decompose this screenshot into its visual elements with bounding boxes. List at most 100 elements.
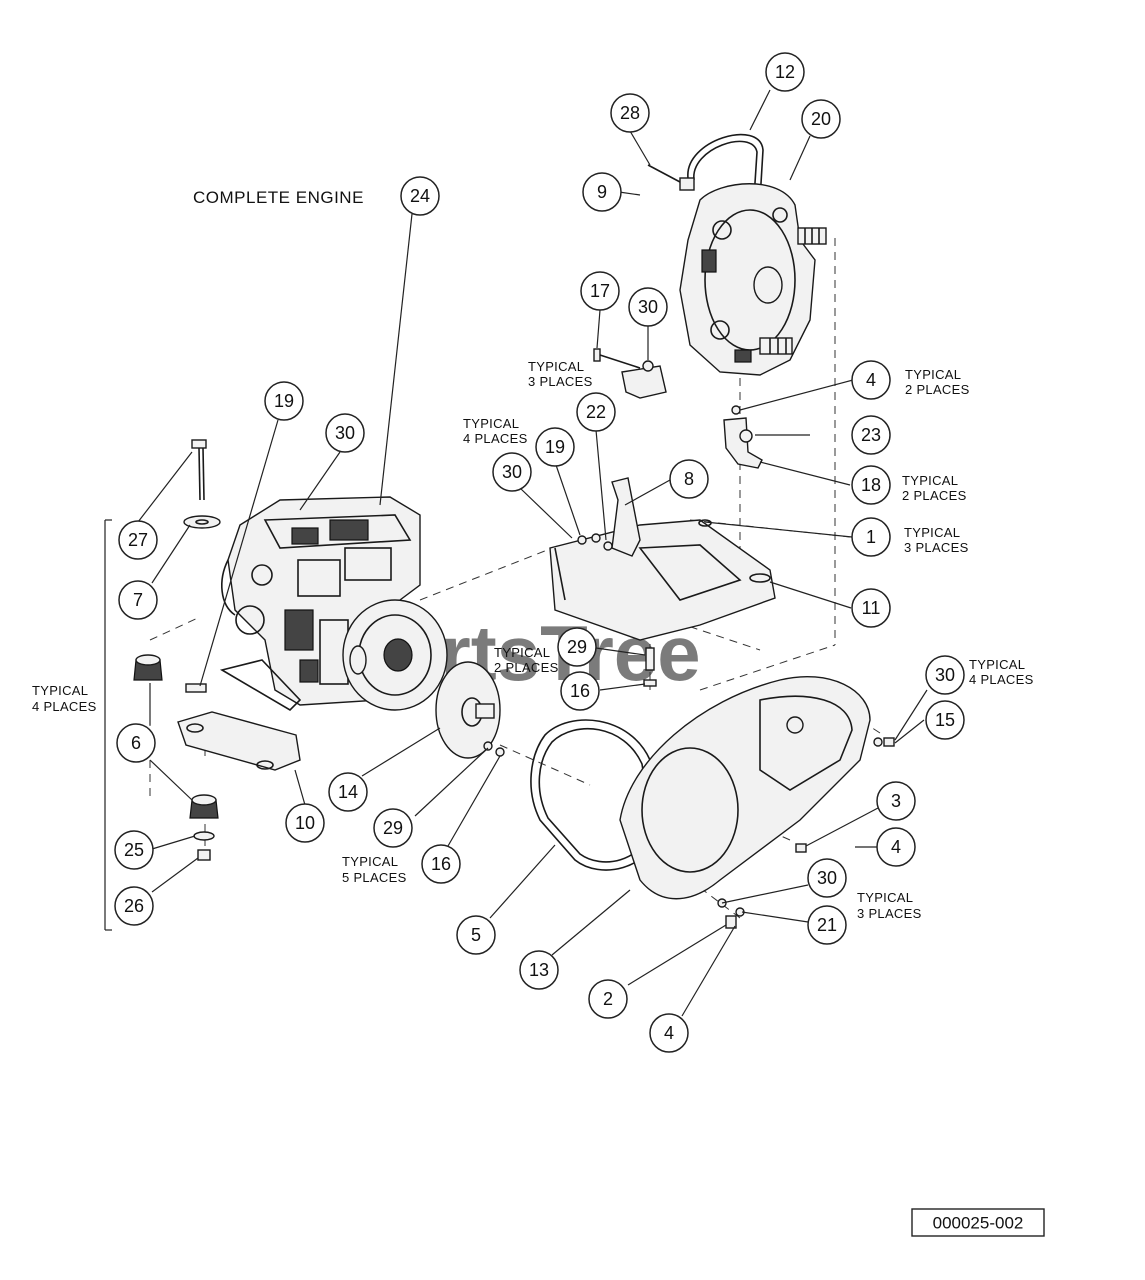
callout-5: 5 — [456, 915, 496, 955]
svg-text:18: 18 — [861, 475, 881, 495]
note-typical-3-places-c: TYPICAL 3 PLACES — [857, 890, 922, 921]
svg-text:26: 26 — [124, 896, 144, 916]
callout-1: 1 — [851, 517, 891, 557]
callout-4-a: 4 — [851, 360, 891, 400]
callout-30-e: 30 — [807, 858, 847, 898]
callout-30-b: 30 — [492, 452, 532, 492]
svg-text:29: 29 — [567, 637, 587, 657]
svg-text:2 PLACES: 2 PLACES — [494, 660, 559, 675]
svg-text:11: 11 — [862, 598, 881, 618]
svg-text:4: 4 — [664, 1023, 674, 1043]
callout-22: 22 — [576, 392, 616, 432]
callout-10: 10 — [285, 803, 325, 843]
svg-text:4 PLACES: 4 PLACES — [32, 699, 97, 714]
callout-14: 14 — [328, 772, 368, 812]
svg-text:7: 7 — [133, 590, 143, 610]
svg-text:2 PLACES: 2 PLACES — [905, 382, 970, 397]
svg-text:3 PLACES: 3 PLACES — [528, 374, 593, 389]
note-typical-3-places-b: TYPICAL 3 PLACES — [904, 525, 968, 555]
callout-19-a: 19 — [535, 427, 575, 467]
note-typical-5-places: TYPICAL 5 PLACES — [342, 854, 407, 885]
callout-12: 12 — [765, 52, 805, 92]
note-typical-4-places-c: TYPICAL 4 PLACES — [32, 683, 97, 714]
svg-text:TYPICAL: TYPICAL — [902, 473, 958, 488]
callout-19-b: 19 — [264, 381, 304, 421]
callout-11: 11 — [851, 588, 891, 628]
note-typical-4-places-a: TYPICAL 4 PLACES — [463, 416, 528, 446]
note-typical-2-places-b: TYPICAL 2 PLACES — [902, 473, 967, 503]
callout-28: 28 — [610, 93, 650, 133]
svg-text:19: 19 — [274, 391, 294, 411]
diagram-title: COMPLETE ENGINE — [193, 188, 364, 207]
svg-text:4: 4 — [891, 837, 901, 857]
bell-housing — [530, 676, 895, 929]
callout-23: 23 — [851, 415, 891, 455]
svg-text:4 PLACES: 4 PLACES — [463, 431, 528, 446]
svg-text:6: 6 — [131, 733, 141, 753]
drawing-number-box: 000025-002 — [911, 1208, 1045, 1237]
svg-text:5 PLACES: 5 PLACES — [342, 870, 407, 885]
svg-text:28: 28 — [620, 103, 640, 123]
callout-7: 7 — [118, 580, 158, 620]
svg-text:TYPICAL: TYPICAL — [32, 683, 88, 698]
callout-9: 9 — [582, 172, 622, 212]
svg-text:12: 12 — [775, 62, 795, 82]
callout-4-c: 4 — [649, 1013, 689, 1053]
callout-29-b: 29 — [373, 808, 413, 848]
svg-text:TYPICAL: TYPICAL — [463, 416, 519, 431]
leader-lines — [137, 89, 928, 1017]
svg-text:14: 14 — [338, 782, 358, 802]
svg-text:24: 24 — [410, 186, 430, 206]
drawing-number: 000025-002 — [933, 1214, 1024, 1233]
svg-text:TYPICAL: TYPICAL — [969, 657, 1025, 672]
callout-24: 24 — [400, 176, 440, 216]
svg-text:9: 9 — [597, 182, 607, 202]
svg-text:16: 16 — [570, 681, 590, 701]
callout-30-a: 30 — [628, 287, 668, 327]
note-typical-3-places-a: TYPICAL 3 PLACES — [528, 359, 593, 389]
callout-17: 17 — [580, 271, 620, 311]
svg-text:4: 4 — [866, 370, 876, 390]
svg-text:TYPICAL: TYPICAL — [494, 645, 550, 660]
callout-27: 27 — [118, 520, 158, 560]
svg-text:TYPICAL: TYPICAL — [857, 890, 913, 905]
callout-8: 8 — [669, 459, 709, 499]
gearbox-assembly — [593, 133, 827, 469]
svg-text:25: 25 — [124, 840, 144, 860]
svg-text:30: 30 — [502, 462, 522, 482]
svg-text:2: 2 — [603, 989, 613, 1009]
left-bracket-line — [104, 519, 112, 931]
callout-6: 6 — [116, 723, 156, 763]
svg-text:TYPICAL: TYPICAL — [528, 359, 584, 374]
callout-21: 21 — [807, 905, 847, 945]
svg-text:3 PLACES: 3 PLACES — [857, 906, 922, 921]
callout-4-b: 4 — [876, 827, 916, 867]
svg-text:23: 23 — [861, 425, 881, 445]
svg-text:3: 3 — [891, 791, 901, 811]
svg-text:29: 29 — [383, 818, 403, 838]
callout-3: 3 — [876, 781, 916, 821]
svg-text:TYPICAL: TYPICAL — [905, 367, 961, 382]
callout-30-c: 30 — [325, 413, 365, 453]
svg-text:5: 5 — [471, 925, 481, 945]
svg-text:21: 21 — [817, 915, 837, 935]
callout-2: 2 — [588, 979, 628, 1019]
svg-text:30: 30 — [935, 665, 955, 685]
callout-25: 25 — [114, 830, 154, 870]
note-typical-2-places-c: TYPICAL 2 PLACES — [494, 645, 559, 675]
svg-text:10: 10 — [295, 813, 315, 833]
callout-30-d: 30 — [925, 655, 965, 695]
svg-text:2 PLACES: 2 PLACES — [902, 488, 967, 503]
callout-16-a: 16 — [560, 671, 600, 711]
svg-text:27: 27 — [128, 530, 148, 550]
svg-text:19: 19 — [545, 437, 565, 457]
callout-20: 20 — [801, 99, 841, 139]
callout-13: 13 — [519, 950, 559, 990]
note-typical-2-places-a: TYPICAL 2 PLACES — [905, 367, 970, 397]
svg-text:17: 17 — [590, 281, 610, 301]
svg-text:13: 13 — [529, 960, 549, 980]
svg-text:15: 15 — [935, 710, 955, 730]
svg-text:30: 30 — [817, 868, 837, 888]
note-typical-4-places-b: TYPICAL 4 PLACES — [969, 657, 1033, 687]
